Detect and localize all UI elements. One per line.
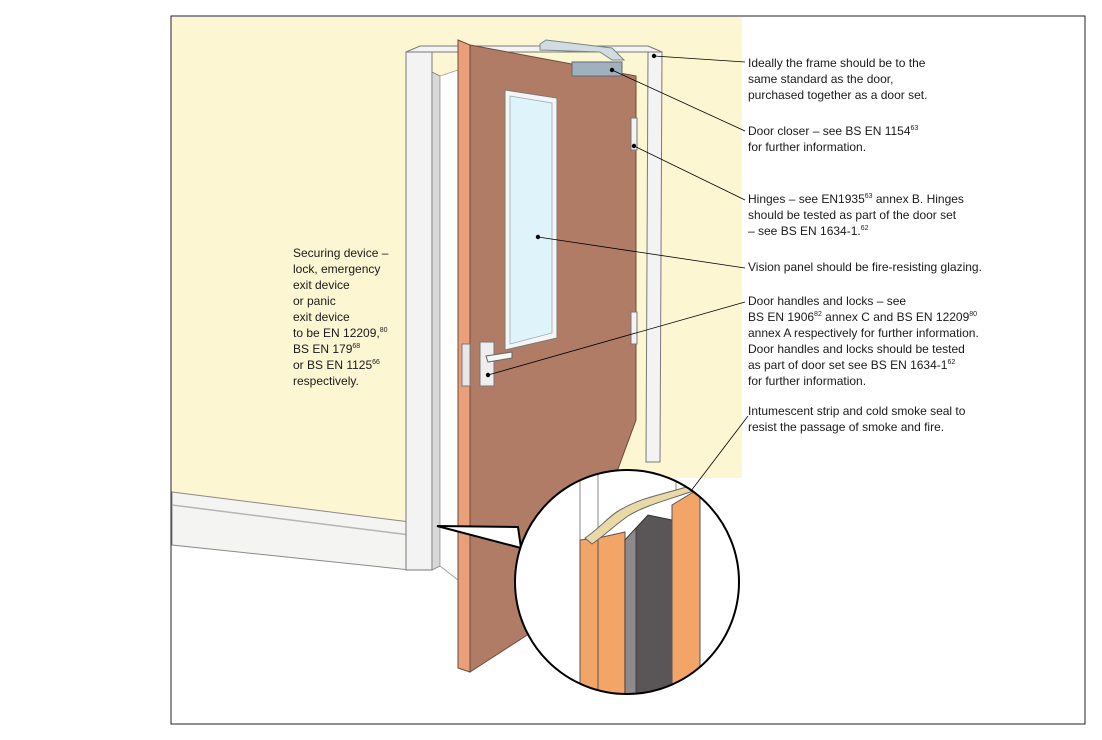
label-line: Door handles and locks – see <box>748 294 906 308</box>
superscript-reference: 68 <box>352 343 360 350</box>
magnifier-pointer <box>436 525 523 550</box>
label-line: Securing device – <box>293 246 389 260</box>
label-line: as part of door set see BS EN 1634-1 <box>748 358 948 372</box>
label-line: exit device <box>293 278 350 292</box>
frame-section <box>579 537 599 694</box>
door-frame-head <box>405 45 663 53</box>
label-line: same standard as the door, <box>748 72 893 86</box>
label-line: lock, emergency <box>293 262 380 276</box>
label-line: purchased together as a door set. <box>748 88 927 102</box>
label-vision-panel: Vision panel should be fire-resisting gl… <box>748 260 982 274</box>
superscript-reference: 82 <box>814 311 822 318</box>
door-frame-left-jamb <box>405 51 433 571</box>
magnifier-ring <box>514 469 740 695</box>
door-closer-arm <box>539 39 626 61</box>
door-handle <box>485 351 513 363</box>
superscript-reference: 62 <box>861 225 869 232</box>
label-line-tail: annex C and BS EN 12209 <box>822 310 970 324</box>
superscript-reference: 80 <box>969 311 977 318</box>
label-line: exit device <box>293 310 350 324</box>
label-handles-locks: Door handles and locks – see BS EN 190682… <box>748 294 979 388</box>
cold-smoke-seal-side <box>624 526 637 694</box>
door-edge-timber <box>671 487 701 694</box>
label-line: or BS EN 1125 <box>293 358 372 372</box>
label-line: – see BS EN 1634-1. <box>748 224 861 238</box>
superscript-reference: 66 <box>372 359 380 366</box>
frame-section-face <box>597 531 626 694</box>
door-frame-right-jamb <box>645 51 663 463</box>
door-frame-left-rebate <box>431 71 441 571</box>
label-hinges: Hinges – see EN193563​ annex B. Hingessh… <box>748 192 964 238</box>
vision-panel-glazing <box>509 95 553 345</box>
label-door-closer: Door closer – see BS EN 115463​for furth… <box>748 124 918 154</box>
label-line: BS EN 1906 <box>748 310 814 324</box>
superscript-reference: 62 <box>947 359 955 366</box>
label-line: Door closer – see BS EN 1154 <box>748 124 911 138</box>
skirting-groove <box>171 504 411 536</box>
label-line: respectively. <box>293 374 359 388</box>
label-line: Vision panel should be fire-resisting gl… <box>748 260 982 274</box>
superscript-reference: 63 <box>865 193 873 200</box>
hinge-upper <box>630 117 638 151</box>
hinge-lower <box>630 311 638 345</box>
label-line: for further information. <box>748 374 866 388</box>
superscript-reference: 80 <box>380 327 388 334</box>
label-line: Intumescent strip and cold smoke seal to <box>748 404 966 418</box>
label-line: Ideally the frame should be to the <box>748 56 926 70</box>
label-line: or panic <box>293 294 336 308</box>
superscript-reference: 63 <box>911 125 919 132</box>
label-line: annex A respectively for further informa… <box>748 326 979 340</box>
door-closer-body <box>571 61 623 77</box>
handle-backplate <box>479 341 495 387</box>
label-frame: Ideally the frame should be to the same s… <box>748 56 927 102</box>
door-edge-section <box>579 470 701 694</box>
label-line: BS EN 179 <box>293 342 353 356</box>
label-line: resist the passage of smoke and fire. <box>748 420 944 434</box>
label-line: Door handles and locks should be tested <box>748 342 965 356</box>
lock-keep <box>461 343 471 387</box>
label-securing-device: Securing device – lock, emergency exit dev… <box>293 246 389 388</box>
label-line: for further information. <box>748 140 866 154</box>
label-line-tail: annex B. Hinges <box>873 192 964 206</box>
label-intumescent-strip: Intumescent strip and cold smoke seal to… <box>748 404 966 434</box>
label-line: to be EN 12209, <box>293 326 380 340</box>
label-line: should be tested as part of the door set <box>748 208 957 222</box>
label-line: Hinges – see EN1935 <box>748 192 865 206</box>
door-opening <box>439 69 459 581</box>
